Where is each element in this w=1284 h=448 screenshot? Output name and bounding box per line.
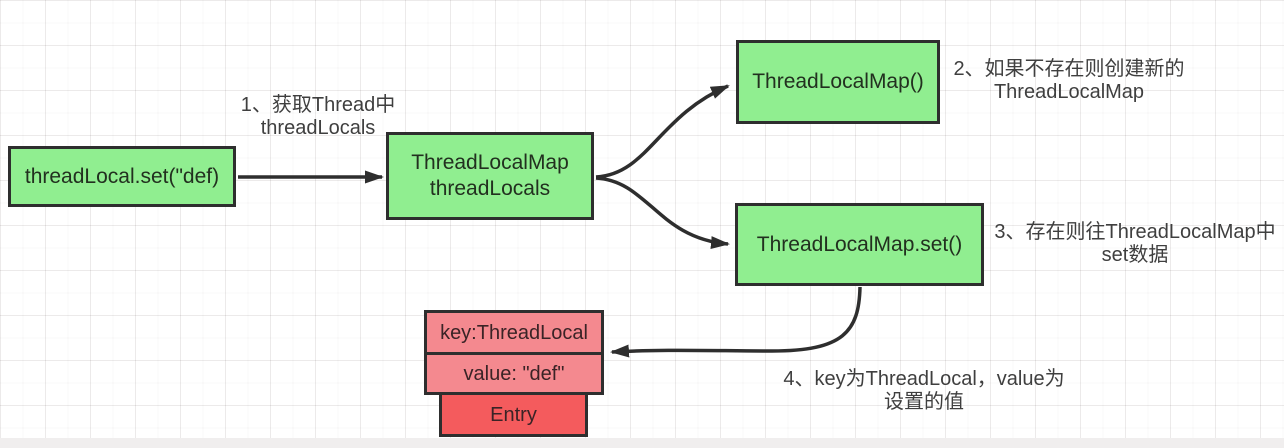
node-entry-key-label: key:ThreadLocal [440,321,588,344]
node-threadlocalmap-set-label: ThreadLocalMap.set() [756,232,963,256]
node-entry-key: key:ThreadLocal [424,310,604,355]
node-threadlocalmap-set: ThreadLocalMap.set() [735,203,984,286]
canvas-bottom-strip [0,438,1284,448]
arrow-threadlocals-to-ctor [595,84,730,179]
arrow-threadlocals-to-mapset [595,176,730,250]
node-threadlocalmap-constructor-label: ThreadLocalMap() [752,70,924,93]
annotation-step2: 2、如果不存在则创建新的 ThreadLocalMap [953,58,1185,103]
annotation-step1: 1、获取Thread中 threadLocals [240,94,396,139]
node-entry: Entry [439,392,588,437]
node-threadlocals-field: ThreadLocalMap threadLocals [386,132,594,220]
node-threadlocal-set-label: threadLocal.set("def) [24,164,220,188]
node-entry-label: Entry [490,403,537,426]
node-entry-value-label: value: "def" [463,362,565,385]
node-entry-value: value: "def" [424,352,604,395]
node-threadlocalmap-constructor: ThreadLocalMap() [736,40,940,124]
node-threadlocal-set: threadLocal.set("def) [8,146,236,207]
annotation-step4: 4、key为ThreadLocal，value为 设置的值 [783,368,1065,413]
node-threadlocals-field-label: ThreadLocalMap threadLocals [411,151,569,200]
arrow-mapset-to-entry [610,286,862,358]
annotation-step3: 3、存在则往ThreadLocalMap中 set数据 [994,221,1276,266]
